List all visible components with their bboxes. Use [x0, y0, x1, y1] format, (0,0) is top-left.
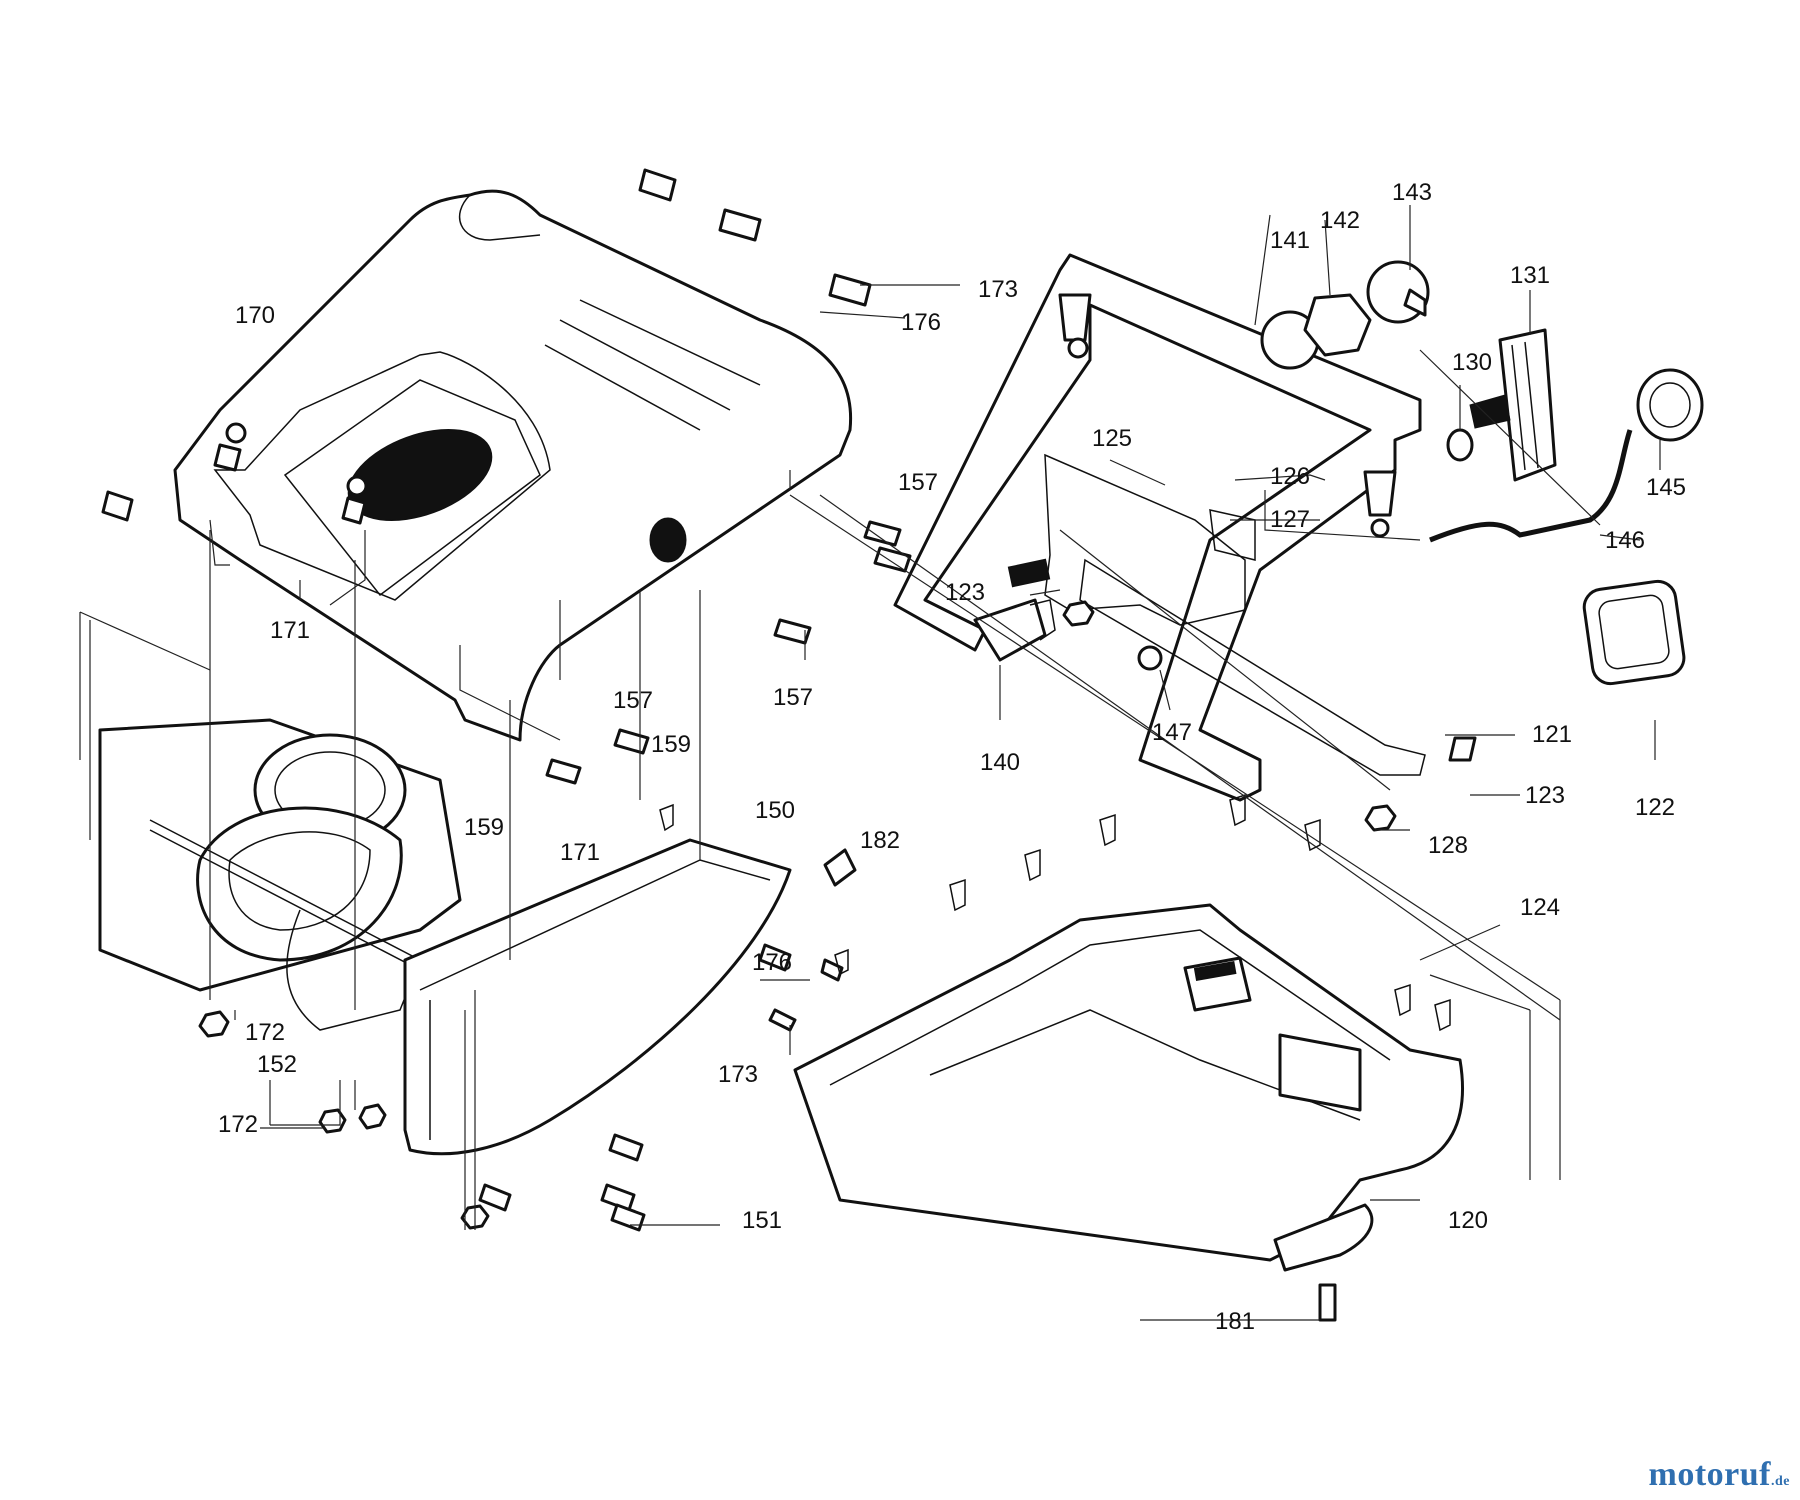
callout-159: 159: [464, 814, 504, 841]
callout-141: 141: [1270, 227, 1310, 254]
callout-182: 182: [860, 827, 900, 854]
callout-143: 143: [1392, 179, 1432, 206]
callout-127: 127: [1270, 506, 1310, 533]
callout-128: 128: [1428, 832, 1468, 859]
callout-140: 140: [980, 749, 1020, 776]
callout-157: 157: [613, 687, 653, 714]
callout-120: 120: [1448, 1207, 1488, 1234]
callout-171: 171: [560, 839, 600, 866]
callout-159: 159: [651, 731, 691, 758]
callout-171: 171: [270, 617, 310, 644]
callout-130: 130: [1452, 349, 1492, 376]
handle-frame: [893, 253, 1426, 802]
callout-131: 131: [1510, 262, 1550, 289]
callout-146: 146: [1605, 527, 1645, 554]
watermark-main: motoruf: [1648, 1456, 1771, 1493]
watermark-tld: .de: [1771, 1474, 1790, 1489]
callout-147: 147: [1152, 719, 1192, 746]
callout-150: 150: [755, 797, 795, 824]
callout-157: 157: [898, 469, 938, 496]
callout-157: 157: [773, 684, 813, 711]
callout-176: 176: [901, 309, 941, 336]
callout-173: 173: [978, 276, 1018, 303]
callout-152: 152: [257, 1051, 297, 1078]
watermark-logo: motoruf.de: [1649, 1456, 1790, 1494]
callout-121: 121: [1532, 721, 1572, 748]
callout-172: 172: [218, 1111, 258, 1138]
callout-labels: 170 173 176 157 171 157 157 171 159 159 …: [218, 179, 1686, 1335]
callout-151: 151: [742, 1207, 782, 1234]
callout-123: 123: [945, 579, 985, 606]
callout-170: 170: [235, 302, 275, 329]
callout-125: 125: [1092, 425, 1132, 452]
callout-122: 122: [1635, 794, 1675, 821]
callout-176: 176: [752, 949, 792, 976]
callout-181: 181: [1215, 1308, 1255, 1335]
callout-173: 173: [718, 1061, 758, 1088]
hardware-fasteners: [101, 168, 1704, 1322]
chute-part-150: [403, 838, 792, 1156]
auger-housing-assembly: [98, 718, 462, 1031]
callout-126: 126: [1270, 463, 1310, 490]
callout-172: 172: [245, 1019, 285, 1046]
callout-142: 142: [1320, 207, 1360, 234]
top-cover-part-170: [173, 189, 853, 742]
callout-124: 124: [1520, 894, 1560, 921]
callout-145: 145: [1646, 474, 1686, 501]
leader-lines: [79, 205, 1661, 1321]
scraper-part-120: [793, 903, 1464, 1272]
callout-123: 123: [1525, 782, 1565, 809]
